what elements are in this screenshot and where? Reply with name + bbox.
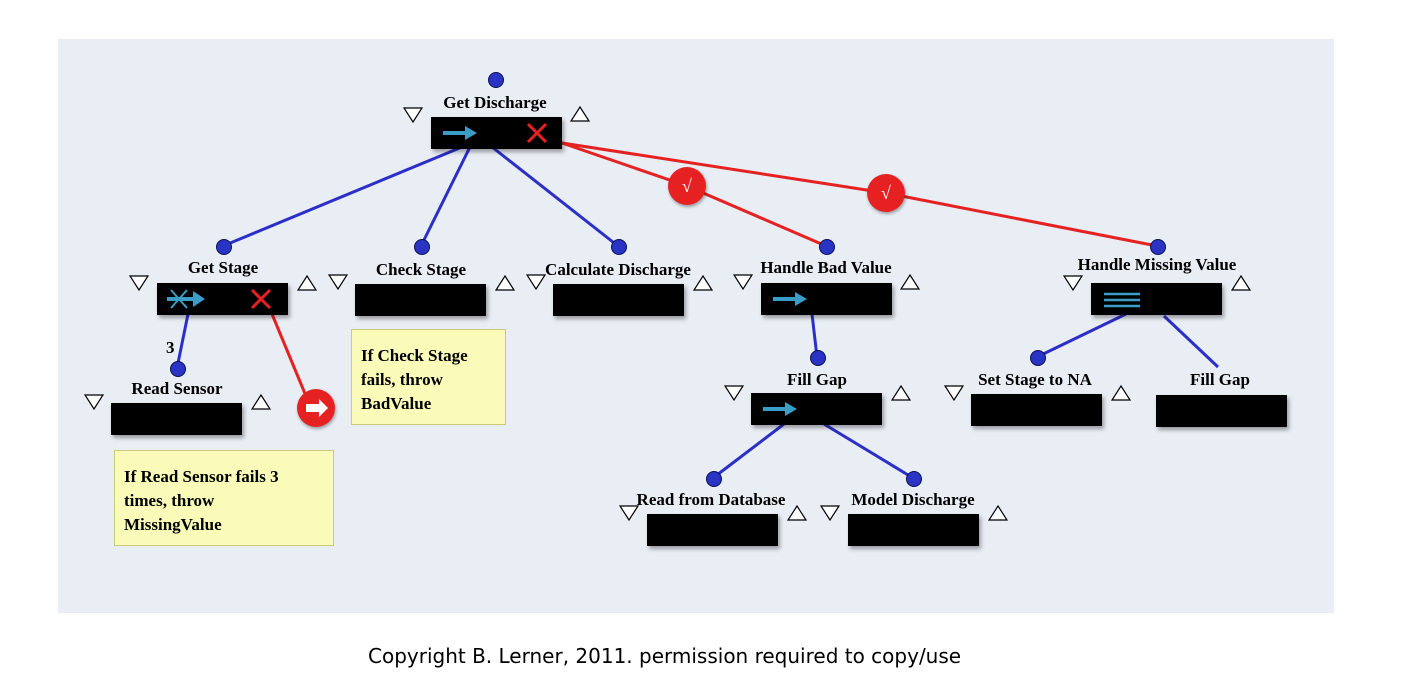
step-handle-bad-value[interactable] xyxy=(761,283,892,315)
port-calculate-discharge[interactable] xyxy=(611,239,627,255)
expand-up-icon[interactable] xyxy=(693,275,713,291)
step-label-calculate-discharge: Calculate Discharge xyxy=(545,260,691,279)
check-badge-icon: √ xyxy=(867,174,905,212)
collapse-down-icon[interactable] xyxy=(1063,275,1083,291)
expand-up-icon[interactable] xyxy=(495,275,515,291)
retry-count: 3 xyxy=(166,338,175,357)
edge-handle-missing-fill-gap xyxy=(1162,314,1220,369)
step-label-handle-bad-value: Handle Bad Value xyxy=(760,258,892,277)
collapse-down-icon[interactable] xyxy=(403,107,423,123)
collapse-down-icon[interactable] xyxy=(944,385,964,401)
collapse-down-icon[interactable] xyxy=(328,274,348,290)
collapse-down-icon[interactable] xyxy=(724,385,744,401)
port-handle-bad-value[interactable] xyxy=(819,239,835,255)
edge-fill-gap-read-from-database xyxy=(712,422,785,480)
step-read-sensor[interactable] xyxy=(111,403,242,435)
edge-get-discharge-check-stage xyxy=(419,146,472,247)
step-label-get-stage: Get Stage xyxy=(187,258,259,277)
step-get-discharge[interactable] xyxy=(431,117,562,149)
note-read-sensor: If Read Sensor fails 3 times, throw Miss… xyxy=(114,450,334,546)
step-check-stage[interactable] xyxy=(355,284,486,316)
retry-arrow-icon xyxy=(167,289,205,309)
port-fill-gap-bad[interactable] xyxy=(810,350,826,366)
sequential-arrow-icon xyxy=(773,292,807,306)
expand-up-icon[interactable] xyxy=(988,505,1008,521)
check-badge-icon: √ xyxy=(668,167,706,205)
step-get-stage[interactable] xyxy=(157,283,288,315)
expand-up-icon[interactable] xyxy=(1111,385,1131,401)
step-label-fill-gap-bad: Fill Gap xyxy=(787,370,847,389)
edge-exception-missing-value xyxy=(561,141,1158,248)
port-model-discharge[interactable] xyxy=(906,471,922,487)
step-label-set-stage-na: Set Stage to NA xyxy=(978,370,1092,389)
note-line: BadValue xyxy=(361,394,432,413)
note-line: times, throw xyxy=(124,491,215,510)
step-calculate-discharge[interactable] xyxy=(553,284,684,316)
port-handle-missing-value[interactable] xyxy=(1150,239,1166,255)
port-get-stage[interactable] xyxy=(216,239,232,255)
step-handle-missing-value[interactable] xyxy=(1091,283,1222,315)
edge-get-discharge-get-stage xyxy=(222,145,463,248)
post-arrow-icon xyxy=(297,389,335,427)
collapse-down-icon[interactable] xyxy=(619,505,639,521)
expand-up-icon[interactable] xyxy=(297,275,317,291)
expand-up-icon[interactable] xyxy=(1231,275,1251,291)
port-set-stage-na[interactable] xyxy=(1030,350,1046,366)
step-fill-gap-missing[interactable] xyxy=(1156,395,1287,427)
port-read-from-database[interactable] xyxy=(706,471,722,487)
port-get-discharge[interactable] xyxy=(488,72,504,88)
edge-get-discharge-calculate-discharge xyxy=(491,145,619,248)
copyright-caption: Copyright B. Lerner, 2011. permission re… xyxy=(368,644,962,668)
step-label-read-sensor: Read Sensor xyxy=(131,379,223,398)
port-read-sensor[interactable] xyxy=(170,361,186,377)
step-label-read-from-database: Read from Database xyxy=(636,490,786,509)
step-label-fill-gap-missing: Fill Gap xyxy=(1190,370,1250,389)
expand-up-icon[interactable] xyxy=(891,385,911,401)
collapse-down-icon[interactable] xyxy=(820,505,840,521)
step-read-from-database[interactable] xyxy=(647,514,778,546)
note-line: MissingValue xyxy=(124,515,222,534)
failure-x-icon xyxy=(250,288,272,310)
step-model-discharge[interactable] xyxy=(848,514,979,546)
note-line: If Check Stage xyxy=(361,346,468,365)
failure-x-icon xyxy=(526,122,548,144)
sequential-arrow-icon xyxy=(443,126,477,140)
edge-exception-get-stage xyxy=(270,313,308,397)
step-label-handle-missing-value: Handle Missing Value xyxy=(1077,255,1237,274)
edge-handle-missing-set-stage xyxy=(1036,312,1127,359)
edge-fill-gap-model-discharge xyxy=(823,422,914,480)
expand-up-icon[interactable] xyxy=(251,394,271,410)
expand-up-icon[interactable] xyxy=(787,505,807,521)
expand-up-icon[interactable] xyxy=(900,274,920,290)
collapse-down-icon[interactable] xyxy=(733,274,753,290)
collapse-down-icon[interactable] xyxy=(84,394,104,410)
note-check-stage: If Check Stage fails, throw BadValue xyxy=(351,329,506,425)
collapse-down-icon[interactable] xyxy=(526,274,546,290)
step-fill-gap-bad[interactable] xyxy=(751,393,882,425)
step-label-get-discharge: Get Discharge xyxy=(443,93,547,112)
note-line: fails, throw xyxy=(361,370,443,389)
collapse-down-icon[interactable] xyxy=(129,275,149,291)
expand-up-icon[interactable] xyxy=(570,106,590,122)
note-line: If Read Sensor fails 3 xyxy=(124,467,279,486)
parallel-lines-icon xyxy=(1104,292,1140,308)
port-check-stage[interactable] xyxy=(414,239,430,255)
edge-get-stage-read-sensor xyxy=(175,313,190,369)
edge-handle-bad-value-fill-gap xyxy=(810,313,819,358)
step-label-model-discharge: Model Discharge xyxy=(851,490,975,509)
sequential-arrow-icon xyxy=(763,402,797,416)
step-label-check-stage: Check Stage xyxy=(375,260,467,279)
step-set-stage-na[interactable] xyxy=(971,394,1102,426)
